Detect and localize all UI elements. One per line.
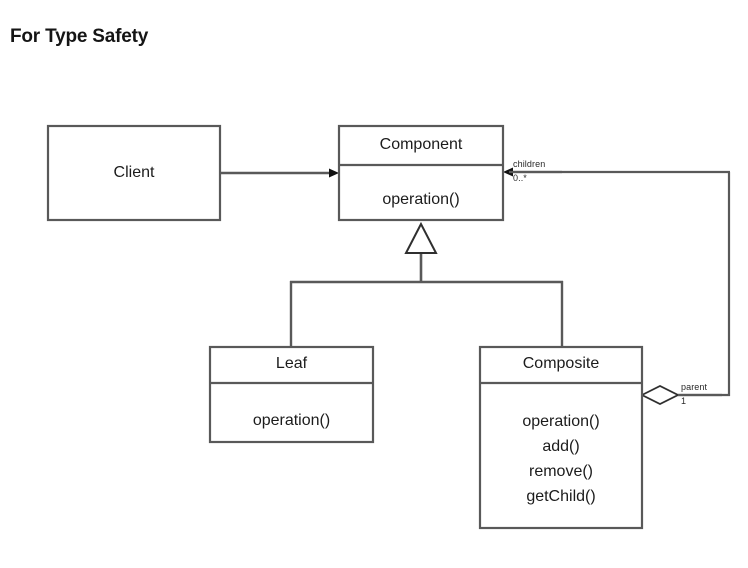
hollow-triangle-icon — [404, 221, 438, 254]
leaf-operation-0: operation() — [252, 412, 331, 429]
leaf-class-name: Leaf — [275, 355, 308, 372]
composite-operation-3: getChild() — [526, 488, 596, 505]
composite-operation-2: remove() — [528, 463, 593, 480]
page-title: For Type Safety — [10, 26, 149, 47]
leaf-box-outline — [208, 345, 375, 444]
filled-arrow-icon — [329, 168, 339, 178]
client-box-outline — [46, 124, 222, 222]
component-class-name: Component — [379, 136, 463, 153]
class-box-composite[interactable] — [478, 345, 644, 530]
component-box-outline — [337, 124, 505, 222]
association-client-component — [220, 168, 339, 178]
class-box-leaf[interactable] — [208, 345, 375, 444]
generalization-tree — [289, 221, 564, 348]
composite-operation-0: operation() — [522, 413, 600, 430]
parent-role-label: parent — [681, 382, 708, 392]
parent-multiplicity-label: 1 — [681, 396, 687, 406]
composite-operation-1: add() — [542, 438, 580, 455]
class-box-component[interactable] — [337, 124, 505, 222]
composite-class-name: Composite — [522, 355, 600, 372]
filled-arrow-icon — [503, 167, 513, 177]
client-class-name: Client — [113, 164, 155, 181]
children-multiplicity-label: 0..* — [513, 173, 527, 183]
hollow-diamond-icon — [639, 384, 681, 406]
component-operation-0: operation() — [382, 191, 460, 208]
class-box-client[interactable] — [46, 124, 222, 222]
children-role-label: children — [513, 159, 546, 169]
composite-box-outline — [478, 345, 644, 530]
